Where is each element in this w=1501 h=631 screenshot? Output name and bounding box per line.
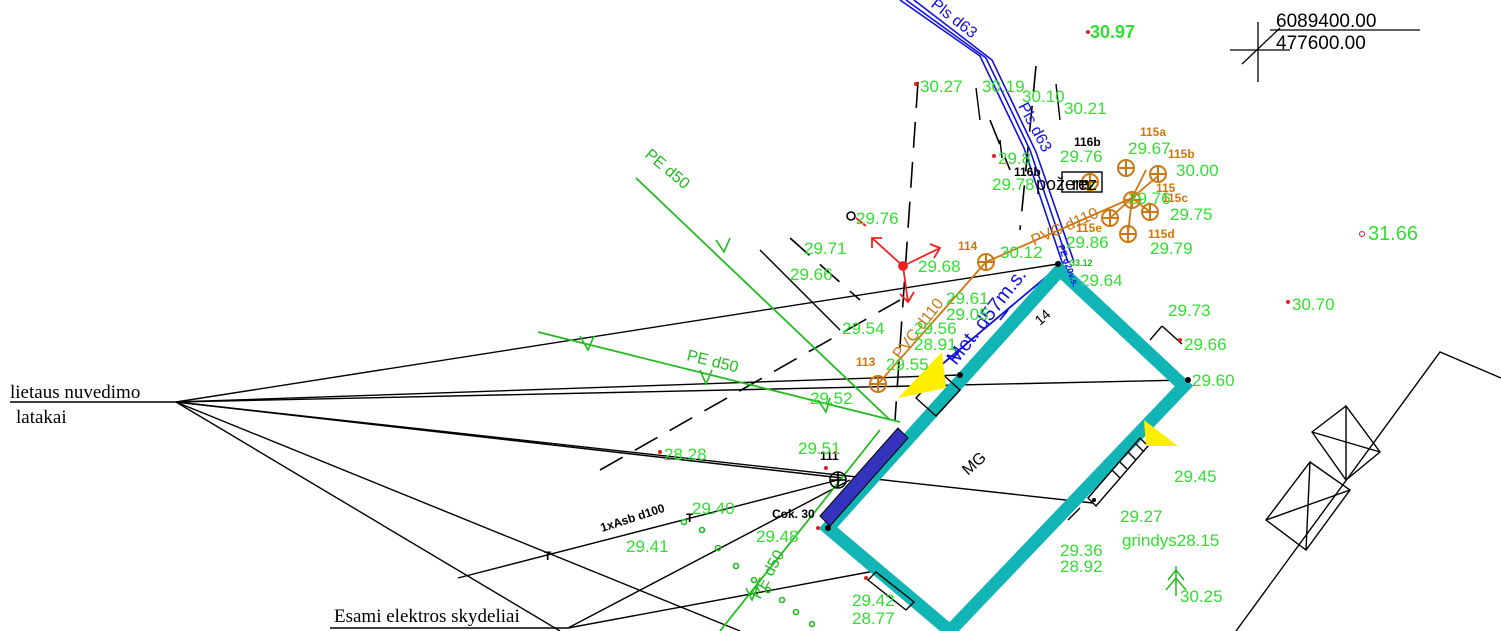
green-dots (680, 518, 816, 628)
well-116b-label-2: 116b (1014, 165, 1041, 179)
elevation-label: 29.67 (1128, 139, 1171, 158)
elevation-label: 29.45 (1174, 467, 1217, 486)
elevation-label: 29.8 (998, 149, 1031, 168)
elevation-label: 29.56 (914, 319, 957, 338)
tree-icon (1165, 566, 1187, 596)
grindys-label: grindys28.15 (1122, 531, 1219, 550)
panel-leader-lines (330, 479, 881, 629)
t-marker-1: T (544, 549, 552, 563)
point-dots (658, 30, 1365, 580)
pe-d50-lower-label: PE d50 (685, 347, 740, 376)
elevation-label: 28.91 (914, 335, 957, 354)
elevation-label: 30.10 (1022, 87, 1065, 106)
elevation-label: 29.40 (692, 499, 735, 518)
elevation-label: 30.97 (1090, 22, 1135, 42)
elevation-label: 29.79 (1150, 239, 1193, 258)
elevation-label: 28.77 (852, 609, 895, 628)
rez-label: rez (1072, 174, 1097, 194)
elevation-label: 29.42 (852, 591, 895, 610)
pe-d50-vertical-label: PE d50 (749, 547, 789, 601)
elevation-label: 29.54 (842, 319, 885, 338)
elevation-label: 29.51 (798, 439, 841, 458)
elevation-label: 31.66 (1368, 223, 1418, 245)
elevation-label: 29.66 (790, 265, 833, 284)
neighbour-buildings (1235, 351, 1501, 631)
gutter-callout-line2: latakai (16, 407, 67, 428)
well-115c-label: 115c (1162, 191, 1188, 205)
elevation-label: 29.64 (1080, 271, 1123, 290)
elevation-label: 29.55 (886, 355, 929, 374)
elevation-label: 29.36 (1060, 541, 1103, 560)
elevation-label: 29.86 (1066, 233, 1109, 252)
gutter-callout-line1: lietaus nuvedimo (10, 382, 140, 403)
elevation-label: 29.68 (918, 257, 961, 276)
cok-label: Cok. 30 (772, 507, 815, 521)
elevation-label: 29.61 (946, 289, 989, 308)
pe-d50-upper-label: PE d50 (641, 146, 692, 193)
well-115a-label: 115a (1140, 125, 1166, 139)
well-114-label: 114 (958, 239, 978, 253)
elevation-label: 30.27 (920, 77, 963, 96)
north-coordinate: 6089400.00 (1276, 11, 1376, 32)
elevation-label: 30.12 (1000, 243, 1043, 262)
downspout-markers (898, 352, 1178, 446)
elevation-label: 30.19 (982, 77, 1025, 96)
well-115-label: 115 (1156, 181, 1176, 195)
elevation-label: 29.73 (1168, 301, 1211, 320)
well-116b-label-1: 116b (1074, 135, 1101, 149)
elevation-label: 29.60 (1192, 371, 1235, 390)
building-label: MG (959, 449, 990, 479)
t-marker-2: T (686, 511, 694, 525)
top-accents (759, 83, 1061, 331)
pls-d63-mid-label: Pls d63 (1014, 100, 1054, 155)
elevation-label: 29.76 (856, 209, 899, 228)
sewer-wells (869, 159, 1167, 393)
elevation-labels: 30.97 30.27 30.19 30.10 30.21 29.67 30.0… (626, 22, 1418, 628)
pozem-label: požem (1036, 174, 1090, 194)
elevation-label: 30.00 (1176, 161, 1219, 180)
elevation-label: 29.66 (1184, 335, 1227, 354)
coordinate-marker: 6089400.00 477600.00 (1230, 11, 1420, 82)
elevation-label: 29.75 (1170, 205, 1213, 224)
water-pipe-pls (899, 0, 1075, 263)
building-number: 14 (1031, 306, 1053, 328)
well-111-icon (829, 471, 847, 489)
elevation-label: 29.52 (810, 389, 853, 408)
t-line (457, 479, 839, 579)
elevation-label: 28.92 (1060, 557, 1103, 576)
elevation-label: 29.78 (992, 175, 1035, 194)
elevation-label: 29.27 (1120, 507, 1163, 526)
panels-callout: Esami elektros skydeliai (334, 606, 520, 627)
reference-point-icon (846, 211, 856, 221)
elevation-label: 29.76 (1128, 189, 1171, 208)
asb-d100-label: 1xAsb d100 (599, 501, 667, 535)
elevation-label: 29.41 (626, 537, 669, 556)
well-115d-label: 115d (1148, 227, 1175, 241)
gutter-strip-left (819, 427, 909, 527)
gutter-leader-lines (10, 263, 1189, 631)
elevation-label: 30.25 (1180, 587, 1223, 606)
elevation-label: 29.05 (946, 305, 989, 324)
building-outline (818, 260, 1194, 631)
well-115b-label: 115b (1168, 147, 1195, 161)
well-113-label: 113 (856, 355, 876, 369)
survey-point-marker (855, 217, 942, 304)
elevation-label: 30.70 (1292, 295, 1335, 314)
elevation-label: 29.71 (804, 239, 847, 258)
pozem-rez-box (1061, 171, 1103, 193)
pe-v-markers (579, 237, 831, 602)
well-115e-label: 115e (1076, 221, 1102, 235)
well-111-label: 111 (820, 449, 839, 463)
pe-d50-lines (537, 177, 901, 631)
elevation-label: 29.48 (756, 527, 799, 546)
east-coordinate: 477600.00 (1276, 33, 1366, 54)
small-value-label: 33.12 (1070, 258, 1093, 268)
elevation-label: 29.76 (1060, 147, 1103, 166)
elevation-label: 30.21 (1064, 99, 1107, 118)
elevation-label: 28.28 (664, 445, 707, 464)
